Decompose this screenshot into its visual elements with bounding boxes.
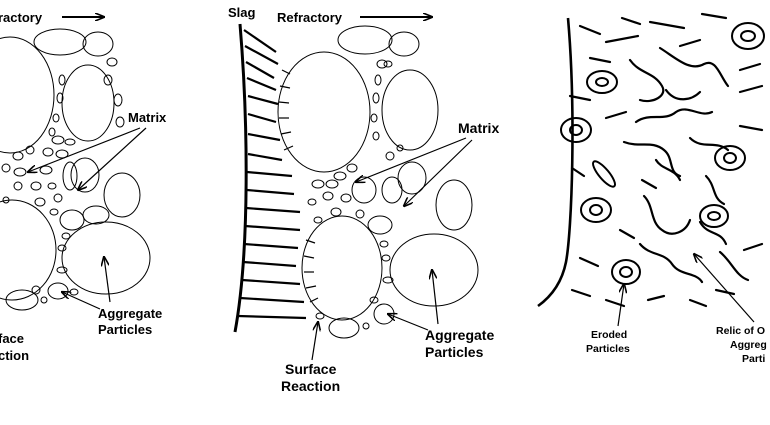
- panel-middle: Slag Refractory: [228, 5, 499, 394]
- panel-left: ractory: [0, 10, 167, 363]
- surface-reaction-marks: [278, 69, 319, 303]
- matrix-label-left: Matrix: [128, 110, 167, 125]
- aggregate-label-middle-line1: Aggregate: [425, 327, 494, 343]
- aggregate-particles-left: [0, 28, 151, 311]
- slag-interface-line: [233, 23, 248, 333]
- eroded-label-line1: Eroded: [591, 329, 627, 341]
- aggregate-pointer-left-b: [104, 257, 111, 303]
- refractory-label-left: ractory: [0, 10, 43, 25]
- eroded-label-line2: Particles: [586, 343, 630, 355]
- aggregate-label-left-line2: Particles: [98, 322, 152, 337]
- aggregate-pointer-middle-a: [388, 314, 429, 331]
- matrix-grains-middle: [307, 59, 404, 330]
- relic-pointer: [694, 254, 755, 323]
- matrix-pointer-middle-a: [356, 137, 467, 182]
- eroded-particles-right: [560, 22, 765, 285]
- relic-label-line3: Parti: [742, 353, 765, 365]
- matrix-pointer-middle-b: [404, 139, 473, 206]
- relic-aggregate-fragments: [568, 12, 764, 308]
- surface-label-left-line2: ction: [0, 348, 29, 363]
- matrix-label-middle: Matrix: [458, 120, 499, 136]
- aggregate-particles-middle: [277, 25, 479, 339]
- eroded-interface-line: [537, 17, 574, 308]
- eroded-pointer: [617, 284, 624, 327]
- panel-right: Eroded Particles Relic of O Aggreg Parti: [537, 12, 767, 365]
- surface-pointer-middle: [311, 322, 318, 361]
- aggregate-label-middle-line2: Particles: [425, 344, 484, 360]
- aggregate-pointer-middle-b: [432, 270, 439, 325]
- slag-label: Slag: [228, 5, 256, 20]
- surface-label-middle-line2: Reaction: [281, 378, 340, 394]
- matrix-grains-left: [1, 57, 125, 304]
- relic-label-line1: Relic of O: [716, 325, 765, 337]
- aggregate-pointer-left-a: [62, 292, 101, 310]
- matrix-pointer-left-a: [28, 127, 141, 172]
- matrix-pointer-left-b: [78, 127, 147, 190]
- surface-label-middle-line1: Surface: [285, 361, 337, 377]
- slag-hatching: [237, 29, 307, 320]
- refractory-label-middle: Refractory: [277, 10, 343, 25]
- aggregate-label-left-line1: Aggregate: [98, 306, 162, 321]
- relic-label-line2: Aggreg: [730, 339, 767, 351]
- surface-label-left-line1: face: [0, 331, 24, 346]
